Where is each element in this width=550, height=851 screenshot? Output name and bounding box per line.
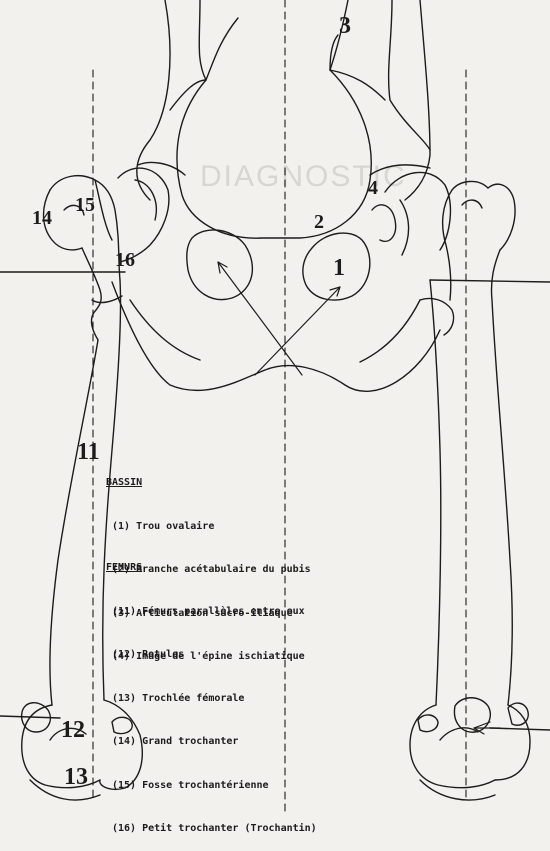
right-reference-line xyxy=(429,279,550,283)
legend-bassin-item: (3) Articulation sacro-iliaque xyxy=(112,607,293,619)
legend-femurs: FEMURS (11) Fémurs parallèles entre eux … xyxy=(106,532,317,851)
marker-4: 4 xyxy=(368,177,378,199)
marker-2: 2 xyxy=(314,211,324,233)
pubic-symphysis-contour xyxy=(111,281,441,392)
legend-femurs-heading: FEMURS xyxy=(106,562,143,573)
legend-femurs-item: (11) Fémurs parallèles entre eux xyxy=(112,605,305,617)
acetabulum-right xyxy=(384,171,452,251)
legend-bassin-item: (2) Branche acétabulaire du pubis xyxy=(112,564,311,575)
legend-bassin-heading: BASSIN xyxy=(106,477,143,488)
hip-femur-xray-diagram xyxy=(0,0,550,815)
patella-left-2 xyxy=(111,716,133,735)
marker-16: 16 xyxy=(115,249,135,271)
axis-lines xyxy=(92,0,467,815)
legend-bassin-item: (4) Image de l'épine ischiatique xyxy=(112,651,305,662)
legend-bassin-item: (1) Trou ovalaire xyxy=(112,520,215,532)
marker-13: 13 xyxy=(64,764,88,790)
patella-right xyxy=(453,697,492,733)
legend-femurs-item: (15) Fosse trochantérienne xyxy=(112,779,269,791)
left-femur xyxy=(20,174,143,801)
marker-12: 12 xyxy=(61,717,85,743)
legend-femurs-item: (16) Petit trochanter (Trochantin) xyxy=(112,823,317,834)
marker-14: 14 xyxy=(32,207,52,229)
legend-femurs-item: (14) Grand trochanter xyxy=(112,736,239,747)
legend-femurs-item: (13) Trochlée fémorale xyxy=(112,692,245,704)
obturator-foramen-left xyxy=(186,229,253,301)
patella-left xyxy=(20,702,52,733)
legend-femurs-item: (12) Rotules xyxy=(112,649,185,660)
obturator-foramen-right xyxy=(302,232,371,301)
right-femur xyxy=(409,180,531,801)
marker-1: 1 xyxy=(333,255,345,281)
marker-15: 15 xyxy=(75,194,95,216)
acetabulum-left xyxy=(117,167,170,263)
marker-11: 11 xyxy=(77,439,100,465)
legend-bassin: BASSIN (1) Trou ovalaire (2) Branche acé… xyxy=(106,447,311,679)
pelvis-outline xyxy=(136,0,431,239)
marker-3: 3 xyxy=(339,13,351,39)
pointer-arrows xyxy=(217,261,501,735)
